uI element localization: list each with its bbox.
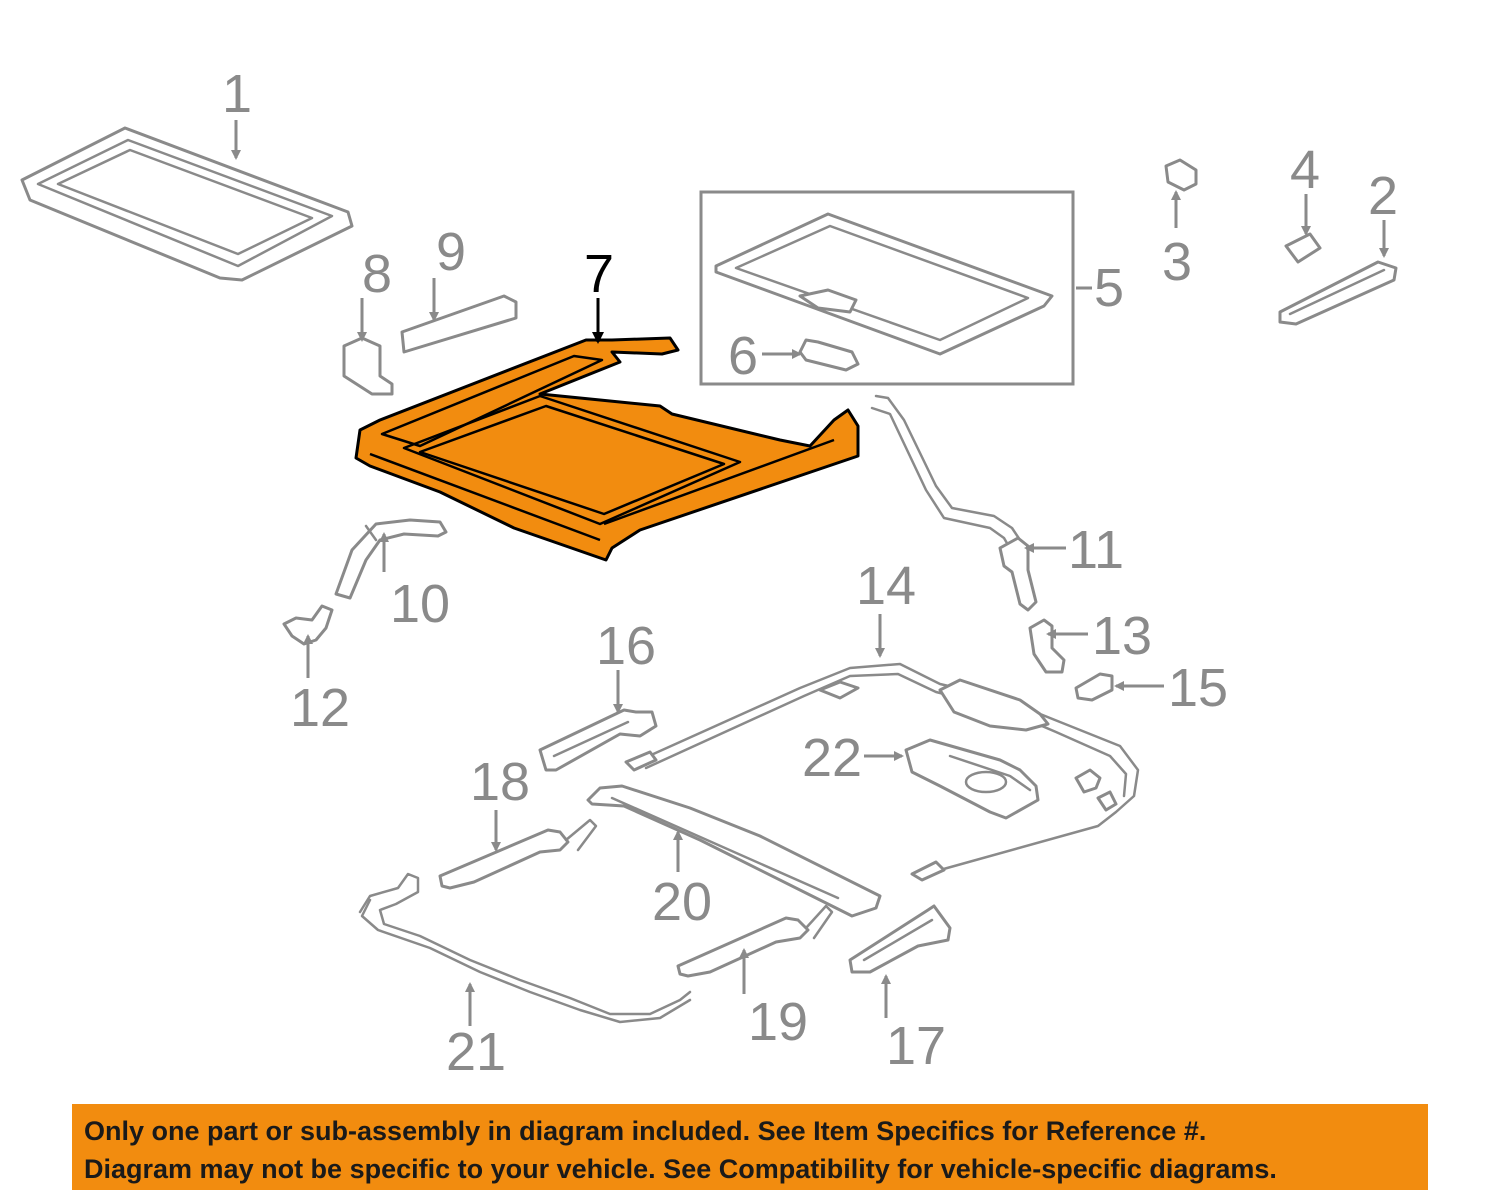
callout-6: 6 [728,326,758,386]
part-1-glass-panel [20,126,354,282]
callout-18: 18 [470,752,530,812]
callout-7: 7 [584,244,614,304]
part-14-cable-assembly [624,662,1140,882]
part-10-drain-hose [334,518,448,600]
part-9-strip [400,294,518,354]
callout-13: 13 [1092,606,1152,666]
callout-20: 20 [652,872,712,932]
part-17-guide [848,904,952,974]
part-18-link [438,818,598,890]
part-5-sunshade-assembly [699,190,1075,386]
callout-14: 14 [856,556,916,616]
part-11-drain-tube [870,394,1038,612]
callout-22: 22 [802,728,862,788]
part-19-link [676,904,834,978]
callout-4: 4 [1290,140,1320,200]
part-3-clip [1164,158,1198,192]
callout-17: 17 [886,1016,946,1076]
callout-21: 21 [446,1022,506,1082]
callout-15: 15 [1168,658,1228,718]
part-2-deflector-arm [1278,260,1398,326]
part-21-frame [358,872,692,1024]
part-6-guide [798,338,860,372]
part-12-connector [282,604,334,646]
callout-10: 10 [390,574,450,634]
part-13-valve [1028,618,1066,674]
part-22-motor [904,738,1040,820]
callout-1: 1 [222,64,252,124]
disclaimer-banner: Only one part or sub-assembly in diagram… [72,1104,1428,1190]
callout-11: 11 [1068,520,1124,580]
part-15-clip [1074,672,1114,702]
disclaimer-line-1: Only one part or sub-assembly in diagram… [84,1116,1207,1146]
callout-8: 8 [362,244,392,304]
callout-2: 2 [1368,166,1398,226]
callout-12: 12 [290,678,350,738]
callout-9: 9 [436,222,466,282]
callout-19: 19 [748,992,808,1052]
part-7-sunroof-housing [354,336,860,562]
callout-3: 3 [1162,232,1192,292]
callout-5: 5 [1094,258,1124,318]
disclaimer-line-2: Diagram may not be specific to your vehi… [84,1154,1277,1184]
part-20-cross-rail [586,784,882,918]
part-8-bracket [342,336,394,396]
parts-diagram: 1 2 3 4 5 6 7 8 9 10 11 12 13 14 15 16 1… [20,64,1398,1082]
callout-16: 16 [596,616,656,676]
part-16-guide [538,708,658,772]
part-4-pad [1284,232,1322,264]
